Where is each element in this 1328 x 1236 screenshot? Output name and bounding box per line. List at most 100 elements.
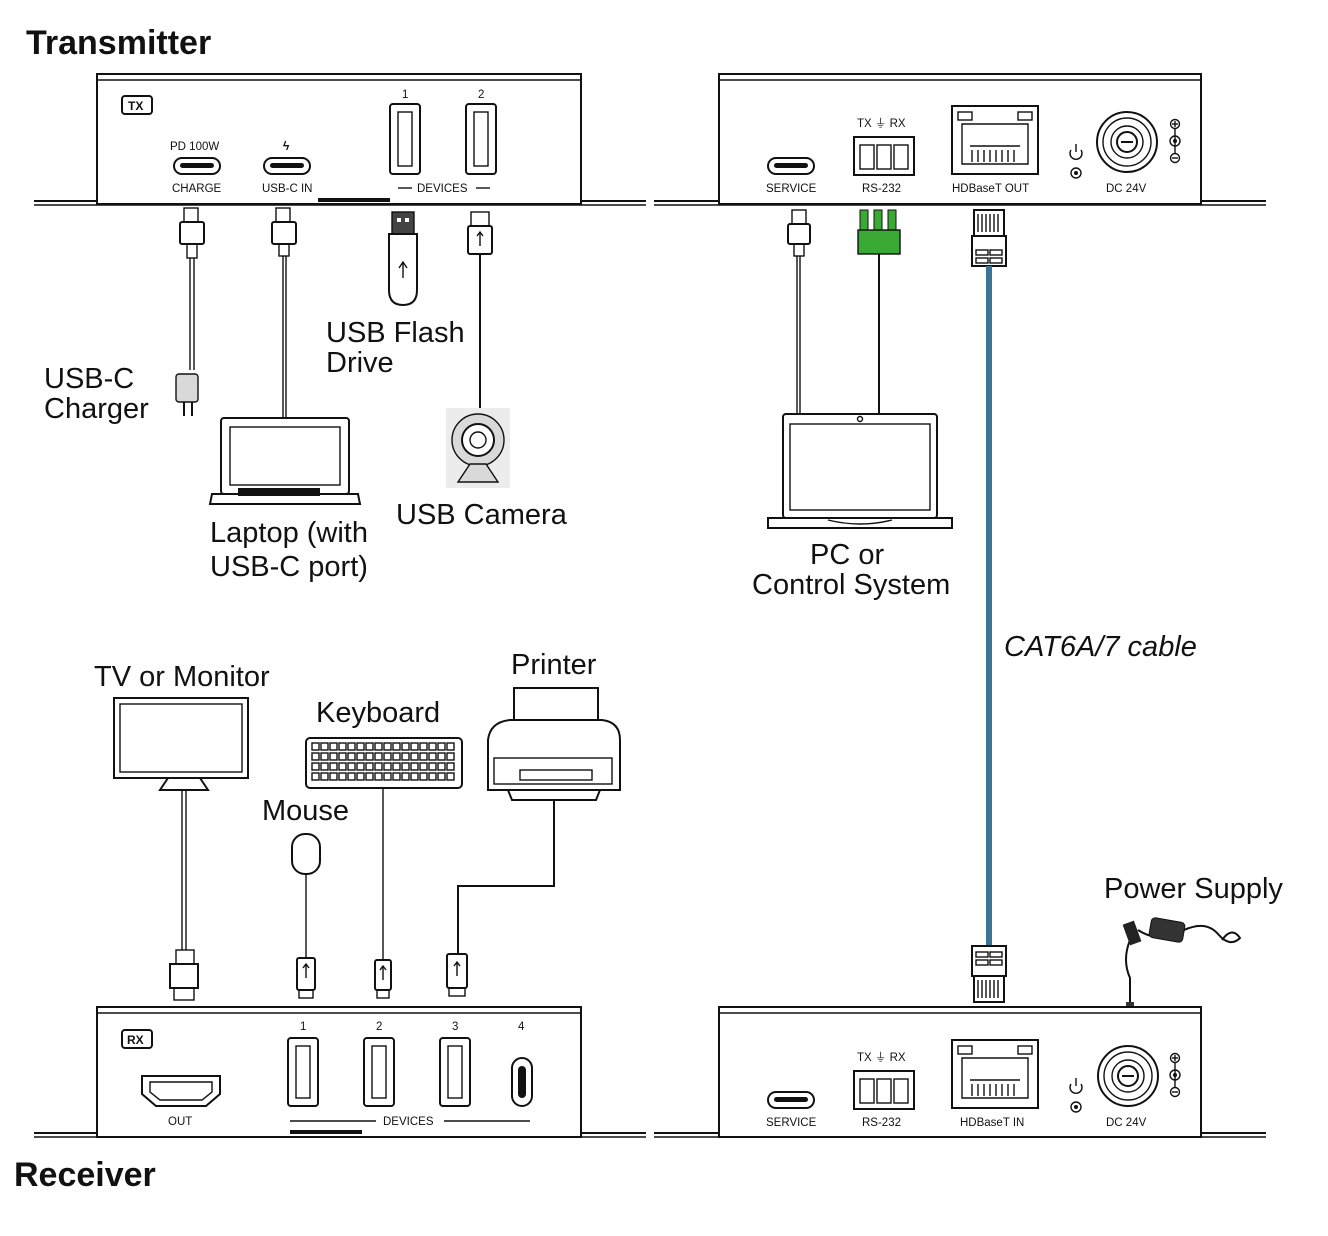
mouse-label: Mouse [262, 795, 349, 827]
tx-rear-panel: SERVICE TX ⏚ RX RS-232 HDBaseT OUT DC 24… [654, 73, 1266, 206]
hdbaset-out-port[interactable] [951, 105, 1039, 175]
keyboard-key [392, 752, 401, 761]
rx-usb-port-1[interactable] [287, 1037, 319, 1107]
keyboard-key [347, 742, 356, 751]
keyboard-key [401, 742, 410, 751]
tx-front-panel: TX PD 100W CHARGE ϟ USB-C IN 1 2 DEVICES [34, 73, 646, 206]
keyboard-key [365, 752, 374, 761]
tx-badge: TX [128, 99, 143, 113]
rx-power-icon [1069, 1078, 1083, 1113]
hdbaset-out-label: HDBaseT OUT [952, 183, 1029, 195]
keyboard-key [392, 762, 401, 771]
keyboard-key [347, 752, 356, 761]
keyboard-key [365, 772, 374, 781]
keyboard-key [419, 752, 428, 761]
keyboard-key [401, 772, 410, 781]
keyboard-key [419, 742, 428, 751]
pd-label: PD 100W [170, 141, 219, 153]
keyboard-key [446, 762, 455, 771]
keyboard-key [374, 762, 383, 771]
rx-dc-jack[interactable] [1097, 1045, 1159, 1107]
keyboard-key [410, 762, 419, 771]
tx-dc-jack[interactable] [1096, 111, 1158, 173]
tv-label: TV or Monitor [94, 661, 270, 693]
keyboard-key [329, 752, 338, 761]
tx-port1-number: 1 [402, 89, 408, 101]
laptop-with-usbc [208, 207, 362, 505]
keyboard-key [410, 772, 419, 781]
tx-usb-port-1[interactable] [389, 103, 421, 175]
keyboard-key [446, 752, 455, 761]
keyboard-key [356, 742, 365, 751]
keyboard-key [338, 772, 347, 781]
tv-monitor [113, 697, 249, 1001]
rx-port2-number: 2 [376, 1021, 382, 1033]
keyboard-key [338, 752, 347, 761]
keyboard-key [383, 772, 392, 781]
usb-camera-label: USB Camera [396, 499, 568, 531]
rx-dc-label: DC 24V [1106, 1117, 1147, 1129]
rx-port3-number: 3 [452, 1021, 458, 1033]
transmitter-title: Transmitter [26, 24, 211, 62]
tx-power-icon [1069, 144, 1083, 179]
rx-usb-port-2[interactable] [363, 1037, 395, 1107]
tx-port2-number: 2 [478, 89, 484, 101]
tx-badge-box [121, 95, 153, 115]
power-supply [1122, 917, 1242, 1020]
printer-label: Printer [511, 649, 597, 681]
keyboard-label: Keyboard [316, 697, 440, 729]
keyboard-key [419, 772, 428, 781]
keyboard-key [446, 742, 455, 751]
keyboard-key [329, 772, 338, 781]
keyboard-key [365, 762, 374, 771]
keyboard-key [329, 742, 338, 751]
keyboard-key [374, 752, 383, 761]
usb-flash-drive [388, 211, 418, 307]
tx-usb-port-2[interactable] [465, 103, 497, 175]
rx-port4-number: 4 [518, 1021, 525, 1033]
usbc-in-label: USB-C IN [262, 183, 312, 195]
keyboard-key [437, 762, 446, 771]
hdbaset-in-label: HDBaseT IN [960, 1117, 1024, 1129]
keyboard-key [437, 752, 446, 761]
keyboard-key [320, 762, 329, 771]
flash-drive-label-1: USB Flash [326, 317, 465, 349]
keyboard-key [338, 742, 347, 751]
keyboard-key [311, 752, 320, 761]
keyboard-key [392, 772, 401, 781]
keyboard-key [383, 742, 392, 751]
keyboard-key [410, 752, 419, 761]
keyboard-key [347, 772, 356, 781]
hdmi-out-label: OUT [168, 1116, 192, 1128]
keyboard-key [410, 742, 419, 751]
keyboard-key [446, 772, 455, 781]
rx-polarity-icon [1169, 1052, 1181, 1098]
service-cable [787, 209, 811, 414]
keyboard-key [401, 752, 410, 761]
keyboard-key [320, 772, 329, 781]
keyboard-key [374, 742, 383, 751]
keyboard-key [437, 742, 446, 751]
keyboard-key [392, 742, 401, 751]
thunderbolt-icon: ϟ [283, 139, 290, 153]
tx-polarity-icon [1169, 118, 1181, 164]
keyboard-key [383, 752, 392, 761]
receiver-title: Receiver [14, 1156, 156, 1194]
cat-cable [971, 209, 1007, 1003]
keyboard-key [329, 762, 338, 771]
usbc-charger [175, 207, 205, 416]
rx-usb-port-3[interactable] [439, 1037, 471, 1107]
keyboard-key [419, 762, 428, 771]
keyboard-key [428, 752, 437, 761]
hdmi-out-port[interactable] [141, 1075, 221, 1107]
hdbaset-in-port[interactable] [951, 1039, 1039, 1109]
power-supply-label: Power Supply [1104, 873, 1283, 905]
keyboard-key [383, 762, 392, 771]
keyboard-key [374, 772, 383, 781]
rx-badge: RX [127, 1033, 144, 1047]
keyboard-key [437, 772, 446, 781]
usbc-charger-label-2: Charger [44, 393, 149, 425]
keyboard-key [356, 772, 365, 781]
